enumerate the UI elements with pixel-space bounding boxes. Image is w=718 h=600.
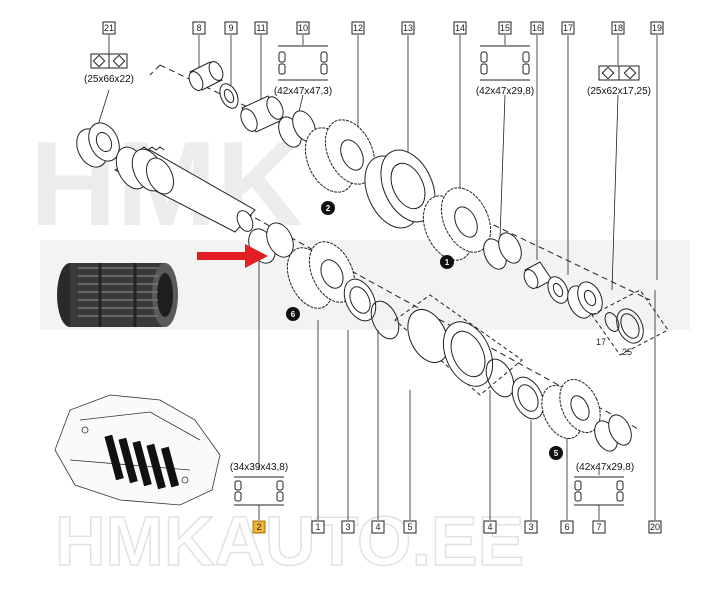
callout-4-right-label: 4 xyxy=(487,522,492,532)
part-17-ring xyxy=(547,276,569,304)
gear-marker-2: 2 xyxy=(321,201,335,215)
part-8-sleeve xyxy=(188,61,224,91)
callout-2-label: 2 xyxy=(256,522,261,532)
callout-9-label: 9 xyxy=(228,23,233,33)
part-7-needle-bearing xyxy=(594,414,632,452)
part-18-bearing xyxy=(567,281,603,319)
part-9-ring xyxy=(219,83,239,109)
callout-3-left-label: 3 xyxy=(345,522,350,532)
dimension-2: (34x39x43,8) xyxy=(230,462,288,473)
part-main-shaft xyxy=(113,146,256,233)
callout-3-left: 3 xyxy=(341,520,355,534)
callout-16-label: 16 xyxy=(532,23,542,33)
part-13-synchro-sleeve xyxy=(364,149,436,229)
gear-marker-5-label: 5 xyxy=(554,449,559,458)
part-15-needle-bearing xyxy=(483,232,522,270)
callout-19: 19 xyxy=(650,21,664,35)
callout-1: 1 xyxy=(311,520,325,534)
gear-marker-1-label: 1 xyxy=(445,258,450,267)
part-21-ball-bearing xyxy=(76,122,120,168)
dimension-10: (42x47x47,3) xyxy=(274,86,332,97)
callout-20: 20 xyxy=(648,520,662,534)
callout-4-left-label: 4 xyxy=(375,522,380,532)
gear-marker-6: 6 xyxy=(286,307,300,321)
part-16-sleeve xyxy=(523,261,553,289)
callout-8: 8 xyxy=(192,21,206,35)
dimension-21: (25x66x22) xyxy=(84,74,134,85)
callout-13-label: 13 xyxy=(403,23,413,33)
callout-2-highlighted: 2 xyxy=(252,520,266,534)
bottom-leader-lines xyxy=(258,250,656,520)
bearing-symbol-15 xyxy=(480,45,530,81)
watermark-url: HMKAUTO.EE xyxy=(55,502,524,580)
snap-ring-label-25: 25 xyxy=(622,347,632,357)
callout-16: 16 xyxy=(530,21,544,35)
callout-15: 15 xyxy=(498,21,512,35)
part-14-gear xyxy=(422,187,492,261)
bearing-symbol-18 xyxy=(598,65,640,81)
callout-10-label: 10 xyxy=(298,23,308,33)
part-1-gear xyxy=(286,241,356,309)
callout-4-left: 4 xyxy=(371,520,385,534)
callout-10: 10 xyxy=(296,21,310,35)
part-6-gear xyxy=(541,379,601,439)
callout-15-label: 15 xyxy=(500,23,510,33)
callout-6-label: 6 xyxy=(564,522,569,532)
callout-11-label: 11 xyxy=(256,23,265,33)
part-12-gear xyxy=(304,119,376,193)
needle-bearing-photo xyxy=(57,263,178,327)
dimension-7: (42x47x29,8) xyxy=(576,462,634,473)
callout-5-label: 5 xyxy=(407,522,412,532)
callout-14: 14 xyxy=(453,21,467,35)
callout-7-label: 7 xyxy=(596,522,601,532)
part-4-wire-ring-left xyxy=(370,300,400,340)
callout-6: 6 xyxy=(560,520,574,534)
part-19-snap-rings xyxy=(591,289,669,356)
part-3-synchro-ring-right xyxy=(511,376,545,420)
gear-marker-2-label: 2 xyxy=(326,204,331,213)
dimension-18: (25x62x17,25) xyxy=(587,86,651,97)
callout-3-right: 3 xyxy=(524,520,538,534)
callout-5: 5 xyxy=(403,520,417,534)
part-4-wire-ring-right xyxy=(485,358,515,398)
bearing-symbol-2 xyxy=(234,476,284,506)
bearing-symbol-10 xyxy=(278,45,328,81)
callout-20-label: 20 xyxy=(650,522,660,532)
dimension-15: (42x47x29,8) xyxy=(476,86,534,97)
part-5-synchro-hub-assembly xyxy=(394,294,523,396)
callout-4-right: 4 xyxy=(483,520,497,534)
top-leader-lines xyxy=(97,35,658,291)
callout-11: 11 xyxy=(254,21,268,35)
gear-marker-5: 5 xyxy=(549,446,563,460)
callout-12-label: 12 xyxy=(353,23,363,33)
callout-17-label: 17 xyxy=(563,23,573,33)
callout-9: 9 xyxy=(224,21,238,35)
bearing-symbol-7 xyxy=(574,476,624,506)
callout-21-label: 21 xyxy=(104,23,114,33)
callout-14-label: 14 xyxy=(455,23,465,33)
callout-1-label: 1 xyxy=(315,522,320,532)
callout-18-label: 18 xyxy=(613,23,623,33)
gearbox-housing-illustration xyxy=(54,394,221,506)
callout-3-right-label: 3 xyxy=(528,522,533,532)
axis-dashed-end xyxy=(149,64,161,76)
callout-18: 18 xyxy=(611,21,625,35)
callout-12: 12 xyxy=(351,21,365,35)
callout-19-label: 19 xyxy=(652,23,662,33)
gear-marker-6-label: 6 xyxy=(291,310,296,319)
snap-ring-label-17: 17 xyxy=(596,337,606,347)
callout-21: 21 xyxy=(102,21,116,35)
red-arrow xyxy=(197,244,268,268)
callout-8-label: 8 xyxy=(196,23,201,33)
gear-marker-1: 1 xyxy=(440,255,454,269)
callout-7: 7 xyxy=(592,520,606,534)
part-3-synchro-ring-left xyxy=(343,278,377,322)
bearing-symbol-21 xyxy=(90,53,128,69)
callout-17: 17 xyxy=(561,21,575,35)
callout-13: 13 xyxy=(401,21,415,35)
